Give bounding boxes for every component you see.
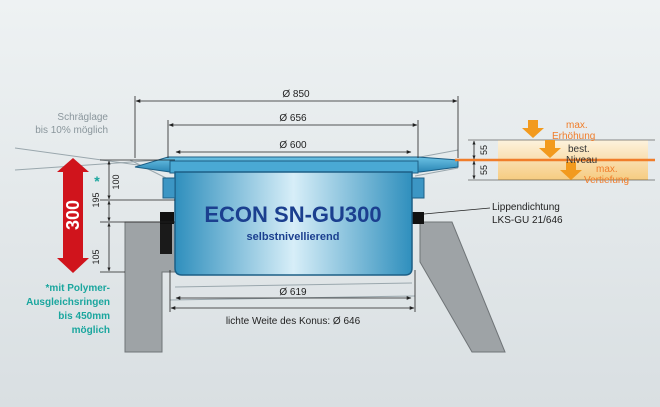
level-level-line1: best. bbox=[568, 144, 590, 155]
dim-d850: Ø 850 bbox=[282, 89, 310, 100]
seal-leader bbox=[423, 207, 491, 215]
seal-label-line1: Lippendichtung bbox=[492, 202, 560, 213]
dimension-lines bbox=[100, 96, 459, 312]
dim-d656: Ø 656 bbox=[279, 113, 307, 124]
seal-right bbox=[410, 212, 424, 224]
height-badge: 300 bbox=[57, 158, 89, 273]
seal-left bbox=[160, 212, 174, 224]
dim-d619: Ø 619 bbox=[279, 287, 307, 298]
arrow-raise-icon bbox=[522, 120, 544, 138]
level-lower-line2: Vertiefung bbox=[584, 175, 629, 186]
height-asterisk: * bbox=[94, 173, 100, 189]
product-name: ECON SN-GU300 bbox=[204, 202, 381, 227]
footnote: *mit Polymer- Ausgleichsringen bis 450mm… bbox=[26, 283, 110, 336]
footnote-line4: möglich bbox=[72, 325, 110, 336]
seal-label-line2: LKS-GU 21/646 bbox=[492, 215, 563, 226]
dim-h55-bottom: 55 bbox=[479, 165, 489, 175]
dim-h100: 100 bbox=[111, 174, 121, 189]
level-raise-line1: max. bbox=[566, 120, 588, 131]
cover-body bbox=[174, 171, 413, 276]
body-tab-right bbox=[411, 177, 425, 199]
arrow-lower-icon bbox=[560, 162, 582, 180]
dim-d600: Ø 600 bbox=[279, 140, 307, 151]
level-raise-line2: Erhöhung bbox=[552, 131, 595, 142]
concrete-right bbox=[419, 221, 506, 353]
frame-ledge bbox=[169, 160, 419, 174]
footnote-line2: Ausgleichsringen bbox=[26, 297, 110, 308]
dim-konus: lichte Weite des Konus: Ø 646 bbox=[226, 316, 361, 327]
arrow-level-icon bbox=[539, 140, 561, 158]
body-tab-left bbox=[162, 177, 176, 199]
tilt-label-line2: bis 10% möglich bbox=[35, 125, 108, 136]
level-arrows bbox=[522, 120, 582, 180]
product-subtitle: selbstnivellierend bbox=[247, 231, 340, 243]
level-level-line2: Niveau bbox=[566, 155, 597, 166]
footnote-line1: *mit Polymer- bbox=[46, 283, 110, 294]
tilt-label-line1: Schräglage bbox=[57, 112, 108, 123]
dim-h105: 105 bbox=[91, 249, 101, 264]
seal-left-lip bbox=[160, 224, 172, 254]
dim-h55-top: 55 bbox=[479, 145, 489, 155]
footnote-line3: bis 450mm bbox=[58, 311, 110, 322]
level-lower-line1: max. bbox=[596, 164, 618, 175]
height-badge-value: 300 bbox=[63, 200, 83, 230]
dim-h195: 195 bbox=[91, 192, 101, 207]
